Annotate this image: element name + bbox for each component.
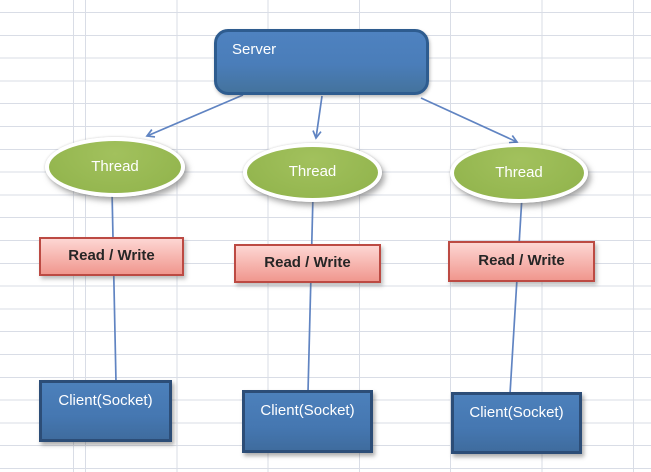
- client-node-2[interactable]: Client(Socket): [242, 390, 373, 453]
- thread-1-label: Thread: [91, 157, 139, 175]
- thread-1-to-client-1-line[interactable]: [111, 189, 117, 383]
- read-write-3-label: Read / Write: [478, 252, 565, 270]
- thread-3-label: Thread: [495, 163, 543, 181]
- client-2-label: Client(Socket): [260, 402, 355, 419]
- client-node-3[interactable]: Client(Socket): [451, 392, 582, 454]
- server-to-thread-1-arrow[interactable]: [145, 94, 244, 138]
- read-write-node-2[interactable]: Read / Write: [234, 244, 381, 283]
- client-1-label: Client(Socket): [58, 392, 153, 409]
- server-to-thread-2-arrow[interactable]: [312, 95, 323, 140]
- thread-node-2[interactable]: Thread: [243, 143, 382, 202]
- read-write-1-label: Read / Write: [68, 247, 155, 265]
- thread-node-1[interactable]: Thread: [45, 137, 185, 197]
- client-node-1[interactable]: Client(Socket): [39, 380, 172, 442]
- read-write-node-1[interactable]: Read / Write: [39, 237, 184, 276]
- thread-3-to-client-3-line[interactable]: [509, 195, 523, 395]
- thread-node-3[interactable]: Thread: [450, 143, 588, 203]
- thread-2-label: Thread: [288, 163, 337, 181]
- thread-2-to-client-2-line[interactable]: [307, 194, 314, 393]
- server-to-thread-3-arrow[interactable]: [420, 97, 519, 144]
- server-node[interactable]: Server: [214, 29, 429, 95]
- read-write-node-3[interactable]: Read / Write: [448, 241, 595, 282]
- client-3-label: Client(Socket): [469, 404, 564, 421]
- server-label: Server: [232, 41, 277, 58]
- read-write-2-label: Read / Write: [264, 254, 351, 272]
